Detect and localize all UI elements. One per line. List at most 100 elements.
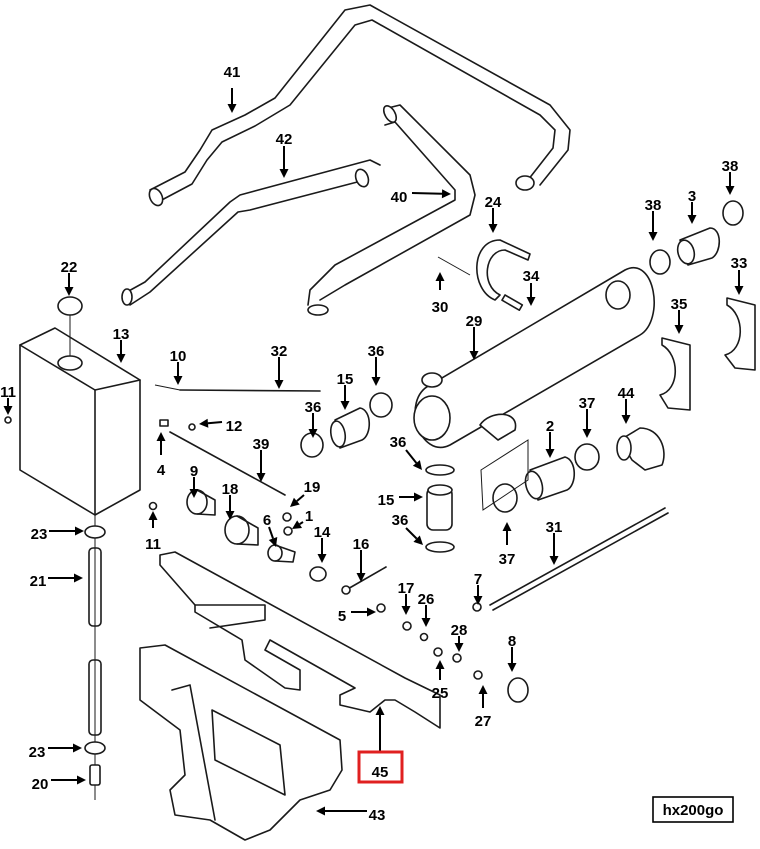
callout-arrowhead-icon bbox=[256, 473, 266, 482]
callout-number: 31 bbox=[546, 519, 563, 536]
coolant-tank-13-part bbox=[19, 296, 141, 516]
callout-arrowhead-icon bbox=[340, 401, 350, 410]
callout-number: 9 bbox=[190, 463, 198, 480]
callout-number: 13 bbox=[113, 326, 130, 343]
callout-leader-line bbox=[296, 494, 305, 502]
callout-number: 17 bbox=[398, 580, 415, 597]
callout-arrowhead-icon bbox=[454, 643, 464, 652]
callout-arrowhead-icon bbox=[674, 325, 684, 334]
frame-bracket-45-part bbox=[159, 551, 441, 729]
callout-arrowhead-icon bbox=[687, 215, 697, 224]
callout-number: 14 bbox=[314, 524, 331, 541]
callout-arrowhead-icon bbox=[290, 497, 300, 507]
callout-number: 36 bbox=[305, 399, 322, 416]
callout-arrowhead-icon bbox=[279, 169, 289, 178]
callout-arrowhead-icon bbox=[488, 224, 498, 233]
callout-number: 22 bbox=[61, 259, 78, 276]
callout-12: 12 bbox=[199, 418, 242, 435]
callout-leader-line bbox=[411, 192, 443, 195]
hose-42-part bbox=[121, 159, 381, 306]
callout-arrowhead-icon bbox=[316, 806, 325, 816]
callout-number: 11 bbox=[0, 384, 16, 401]
callout-38: 38 bbox=[722, 158, 739, 195]
callout-30: 30 bbox=[432, 272, 448, 316]
callout-1: 1 bbox=[292, 508, 313, 529]
callout-number: 34 bbox=[523, 268, 540, 285]
callout-number: 26 bbox=[418, 591, 435, 608]
callout-number: 27 bbox=[475, 713, 492, 730]
callout-number: 38 bbox=[645, 197, 662, 214]
callout-number: 36 bbox=[392, 512, 409, 529]
callout-number: 20 bbox=[32, 776, 49, 793]
callout-7: 7 bbox=[473, 571, 483, 605]
callout-number: 12 bbox=[226, 418, 243, 435]
callout-arrowhead-icon bbox=[412, 460, 422, 470]
callout-arrowhead-icon bbox=[173, 376, 183, 385]
callout-highlight-box bbox=[357, 750, 404, 784]
callout-number: 39 bbox=[253, 436, 270, 453]
callout-31: 31 bbox=[546, 519, 563, 565]
callout-11: 11 bbox=[0, 384, 16, 415]
drawing-id-label: hx200go bbox=[663, 802, 724, 819]
callout-number: 37 bbox=[499, 551, 516, 568]
callout-number: 1 bbox=[305, 508, 313, 525]
callout-number: 44 bbox=[618, 385, 635, 402]
callout-arrowhead-icon bbox=[734, 286, 744, 295]
callout-number: 29 bbox=[466, 313, 483, 330]
hose-41-part bbox=[148, 4, 571, 207]
callout-37: 37 bbox=[579, 395, 596, 438]
callout-8: 8 bbox=[507, 633, 517, 672]
callout-number: 35 bbox=[671, 296, 688, 313]
callout-45: 45 bbox=[372, 706, 388, 781]
callout-number: 10 bbox=[170, 348, 187, 365]
callout-number: 32 bbox=[271, 343, 288, 360]
callout-arrowhead-icon bbox=[549, 556, 559, 565]
callout-18: 18 bbox=[222, 481, 239, 520]
bracket-33-part bbox=[724, 297, 756, 371]
callout-arrowhead-icon bbox=[473, 596, 483, 605]
callout-arrowhead-icon bbox=[621, 415, 631, 424]
callout-arrowhead-icon bbox=[371, 377, 381, 386]
hose-15-part bbox=[300, 392, 455, 553]
callout-arrowhead-icon bbox=[227, 104, 237, 113]
clip-6-part bbox=[267, 544, 296, 563]
callout-34: 34 bbox=[523, 268, 540, 306]
callout-number: 23 bbox=[31, 526, 48, 543]
callout-number: 24 bbox=[485, 194, 502, 211]
line-39-part bbox=[169, 431, 286, 496]
line-32-part bbox=[154, 384, 321, 392]
callout-40: 40 bbox=[391, 189, 451, 206]
callout-number: 21 bbox=[30, 573, 47, 590]
callout-arrowhead-icon bbox=[441, 189, 451, 199]
callout-arrowhead-icon bbox=[502, 522, 512, 531]
callout-14: 14 bbox=[314, 524, 331, 563]
callout-36: 36 bbox=[305, 399, 322, 438]
clip-18-part bbox=[224, 515, 259, 546]
callout-arrowhead-icon bbox=[189, 489, 199, 498]
callout-32: 32 bbox=[271, 343, 288, 389]
callout-arrowhead-icon bbox=[401, 606, 411, 615]
callout-number: 37 bbox=[579, 395, 596, 412]
bracket-35-part bbox=[659, 337, 691, 411]
callout-arrowhead-icon bbox=[375, 706, 385, 715]
callout-number: 38 bbox=[722, 158, 739, 175]
callout-15: 15 bbox=[337, 371, 353, 410]
callout-arrowhead-icon bbox=[413, 535, 423, 545]
frame-43-part bbox=[139, 644, 343, 841]
callout-44: 44 bbox=[618, 385, 635, 424]
callout-4: 4 bbox=[156, 432, 166, 479]
callout-39: 39 bbox=[253, 436, 270, 482]
callout-number: 33 bbox=[731, 255, 748, 272]
callout-20: 20 bbox=[32, 775, 86, 793]
callout-leader-line bbox=[299, 521, 304, 526]
callout-number: 18 bbox=[222, 481, 239, 498]
callout-arrowhead-icon bbox=[268, 537, 278, 547]
hose-40-part bbox=[307, 104, 476, 316]
callout-25: 25 bbox=[432, 660, 448, 702]
callout-35: 35 bbox=[671, 296, 688, 334]
callout-28: 28 bbox=[451, 622, 467, 652]
callout-38: 38 bbox=[645, 197, 662, 241]
callout-arrowhead-icon bbox=[648, 232, 658, 241]
callout-leader-line bbox=[405, 449, 418, 464]
callout-arrowhead-icon bbox=[582, 429, 592, 438]
